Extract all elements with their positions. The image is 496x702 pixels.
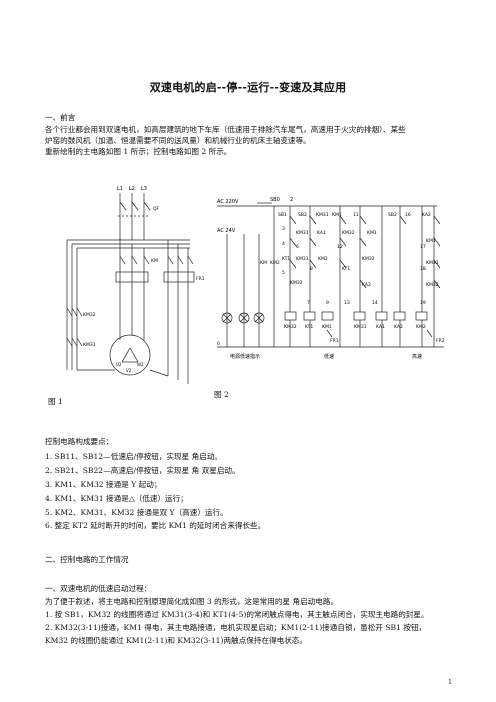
label-coil-ka2: KA2	[394, 324, 403, 330]
label-node-12: 12	[337, 244, 343, 250]
label-km32: KM32	[342, 230, 355, 236]
label-node-17: 17	[420, 244, 426, 250]
section-2-line: 2. KM32(3-11)接通，KM1 得电，其主电路接通，电机实现星启动；KM…	[45, 623, 427, 632]
label-u2: U2	[116, 362, 122, 367]
label-fr1: FR1	[330, 338, 339, 344]
label-kt1: KT1	[282, 256, 290, 262]
intro-line: 重新绘制的主电路如图 1 所示；控制电路如图 2 所示。	[45, 147, 232, 156]
label-node-14: 14	[372, 300, 378, 306]
label-km31: KM31	[83, 342, 96, 348]
key-point-item: 5. KM2、KM31、KM32 接通是双 Y（高速）运行。	[45, 508, 228, 517]
zone-power-low-indicator: 电源低速指示	[230, 353, 260, 360]
section-2-subheading: 一、双速电机的低速启动过程：	[45, 584, 152, 593]
figure-2-control-circuit: AC 220V SB0 2 AC 24V SB1 SB2 KM31 KM1 11…	[217, 197, 445, 360]
figure-2-caption: 图 2	[214, 390, 229, 399]
label-coil-kt1: KT1	[305, 324, 313, 330]
label-node-18: 18	[420, 266, 426, 272]
label-km: KM	[151, 258, 158, 264]
label-ka2-b: KA2	[362, 282, 371, 288]
label-km31: KM31	[316, 212, 329, 218]
key-points-heading: 控制电路构成要点：	[45, 437, 114, 446]
label-coil-km31: KM31	[354, 324, 367, 330]
label-ka2: KA2	[422, 212, 431, 218]
intro-line: 各个行业都会用到双速电机，如高层建筑的地下车库（低速用于排除汽车尾气，高速用于火…	[45, 125, 406, 134]
label-sb1: SB1	[278, 212, 287, 218]
label-v2: V2	[126, 368, 132, 373]
section-2-line: 1. 按 SB1，KM32 的线圈将通过 KM31(3-4)和 KT1(4-5)…	[45, 610, 429, 619]
label-ac220: AC 220V	[217, 199, 239, 205]
key-point-item: 4. KM1、KM31 接通是△（低速）运行；	[45, 494, 188, 503]
label-node-7: 7	[307, 300, 310, 306]
label-km-h: KM32	[362, 256, 375, 262]
label-w2: W2	[137, 362, 144, 367]
label-km32-b: KM32	[290, 280, 303, 286]
section-2-heading: 二、控制电路的工作情况	[45, 555, 129, 564]
section-2-line: 为了便于叙述，将主电路和控制原理简化成如图 3 的形式，这是常用的星 角启动电路…	[45, 597, 339, 606]
label-l3: L3	[141, 186, 147, 192]
label-ka1: KA1	[317, 230, 326, 236]
figure-1-main-circuit: L1 L2 L3 QF KM FR1 KM32 KM31 U2 W2 V2	[66, 186, 205, 384]
zone-high-speed: 高速	[412, 353, 422, 360]
label-coil-km32: KM32	[284, 324, 297, 330]
key-point-item: 2. SB21、SB22—高速启/停按钮，实现星 角 双星启动。	[45, 466, 240, 475]
label-ac24: AC 24V	[217, 228, 236, 234]
label-l2: L2	[129, 186, 135, 192]
label-kt1-b: KT1	[342, 266, 350, 272]
label-km: KM	[260, 260, 267, 266]
label-km2: KM2	[270, 260, 280, 266]
label-node-0: 0	[217, 341, 220, 347]
label-sb0: SB0	[270, 197, 280, 203]
label-node-8: 8	[310, 266, 313, 272]
key-point-item: 6. 整定 KT2 延时断开的时间，要比 KM1 的延时闭合来得长些。	[45, 521, 266, 530]
page-title: 双速电机的启--停--运行--变速及其应用	[149, 81, 347, 94]
label-km31-d: KM31	[426, 260, 439, 266]
label-km1: KM1	[332, 212, 342, 218]
label-fr1: FR1	[196, 276, 205, 282]
label-km32: KM32	[83, 312, 96, 318]
label-node-11: 11	[353, 212, 359, 218]
key-point-item: 1. SB11、SB12—低速启/停按钮，实现星 角启动。	[45, 452, 223, 461]
label-sb2: SB2	[298, 212, 307, 218]
key-point-item: 3. KM1、KM32 接通是 Y 起动；	[45, 480, 162, 489]
page-number: 1	[448, 679, 452, 686]
label-node-9: 9	[326, 300, 329, 306]
label-km31-b: KM31	[296, 230, 309, 236]
label-km1-c: KM1	[426, 238, 436, 244]
label-coil-ka1: KA1	[376, 324, 385, 330]
intro-heading: 一、前言	[45, 113, 76, 122]
label-l1: L1	[117, 186, 123, 192]
label-sb2-b: SB2	[388, 212, 397, 218]
label-node-13: 13	[344, 300, 350, 306]
zone-low-speed: 低速	[324, 353, 334, 360]
label-km31-c: KM31	[296, 256, 309, 262]
label-coil-km1: KM1	[322, 324, 332, 330]
label-qf: QF	[153, 206, 160, 212]
label-km1-b: KM1	[367, 230, 377, 236]
label-fr2: FR2	[436, 338, 445, 344]
label-node-19: 19	[420, 300, 426, 306]
label-node-4: 4	[282, 241, 285, 247]
label-node-5: 5	[282, 270, 285, 276]
label-coil-km2: KM2	[416, 324, 426, 330]
label-node-6: 6	[296, 244, 299, 250]
section-2-line: KM32 的线圈仍能通过 KM1(2-11)和 KM32(3-11)两触点保持在…	[45, 636, 307, 645]
label-node-3: 3	[282, 226, 285, 232]
label-node-16: 16	[405, 212, 411, 218]
label-km32-c: KM32	[426, 282, 439, 288]
intro-line: 炉窑的鼓风机（加温、恒温需要不同的送风量）和机械行业的机床主轴变速等。	[45, 136, 311, 145]
figure-1-caption: 图 1	[48, 397, 63, 406]
label-node-2: 2	[290, 197, 293, 203]
label-km2-b: KM2	[318, 256, 328, 262]
